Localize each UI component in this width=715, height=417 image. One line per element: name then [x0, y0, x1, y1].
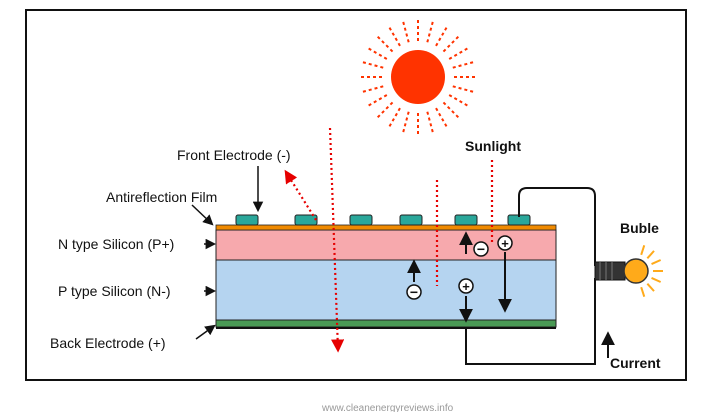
front-electrode-tab: [399, 214, 423, 226]
sun-ray: [448, 94, 469, 107]
sun-ray: [388, 26, 401, 47]
antireflection-label: Antireflection Film: [106, 189, 217, 205]
bulb-glow-ray: [651, 277, 662, 283]
sun-ray: [426, 20, 434, 43]
hole-icon: +: [497, 235, 513, 251]
front-electrode-tab: [349, 214, 373, 226]
electron-sign: −: [477, 241, 485, 257]
front-electrode-tab: [235, 214, 259, 226]
circuit-wire-bottom: [465, 278, 596, 365]
back-electrode: [215, 319, 557, 328]
front-electrode-tabs: [235, 214, 531, 226]
front-electrode-label: Front Electrode (-): [177, 147, 291, 163]
sun-ray: [388, 107, 401, 128]
sun-ray: [452, 61, 475, 69]
label-pointers: [191, 166, 264, 340]
bulb-glow-ray: [646, 282, 655, 292]
sun-ray: [376, 35, 394, 53]
current-label: Current: [610, 355, 661, 371]
front-electrode-tab: [294, 214, 318, 226]
p-type-label: P type Silicon (N-): [58, 283, 171, 299]
bulb-glow-ray: [640, 244, 646, 256]
sun-ray: [376, 101, 394, 119]
sunlight-label: Sunlight: [465, 138, 521, 154]
sun-ray: [402, 111, 410, 134]
hole-sign: +: [501, 236, 509, 251]
bulb-icon: [594, 244, 663, 298]
n-type-label: N type Silicon (P+): [58, 236, 174, 252]
sun-ray: [361, 61, 384, 69]
hole-sign: +: [462, 279, 470, 294]
antireflection-film: [215, 224, 557, 231]
bulb-label: Buble: [620, 220, 659, 236]
sun-icon: [360, 19, 476, 135]
sun-ray: [426, 111, 434, 134]
watermark: www.cleanenergyreviews.info: [321, 403, 454, 412]
circuit-wire-top: [518, 187, 596, 266]
light-rays: [284, 127, 494, 353]
electron-sign: −: [410, 284, 418, 300]
back-electrode-label: Back Electrode (+): [50, 335, 166, 351]
sun-ray: [448, 47, 469, 60]
electron-icon: −: [406, 284, 422, 300]
sun-ray: [367, 47, 388, 60]
bulb-glow-ray: [646, 250, 655, 260]
bulb-glow-ray: [640, 286, 646, 298]
carrier-arrows: [407, 231, 512, 323]
back-electrode-pointer: [195, 324, 216, 340]
sun-ray: [435, 107, 448, 128]
bulb-glow-ray: [651, 259, 662, 265]
sun-ray: [435, 26, 448, 47]
sun-ray: [367, 94, 388, 107]
sun-ray: [402, 20, 410, 43]
sun-ray: [361, 85, 384, 93]
antireflection-pointer: [191, 204, 214, 226]
incident-ray: [328, 127, 345, 353]
sun-ray: [442, 101, 460, 119]
sun-ray: [452, 85, 475, 93]
electron-icon: −: [473, 241, 489, 257]
hole-icon: +: [458, 278, 474, 294]
front-electrode-tab: [454, 214, 478, 226]
sun-disc: [391, 50, 445, 104]
sun-ray: [442, 35, 460, 53]
